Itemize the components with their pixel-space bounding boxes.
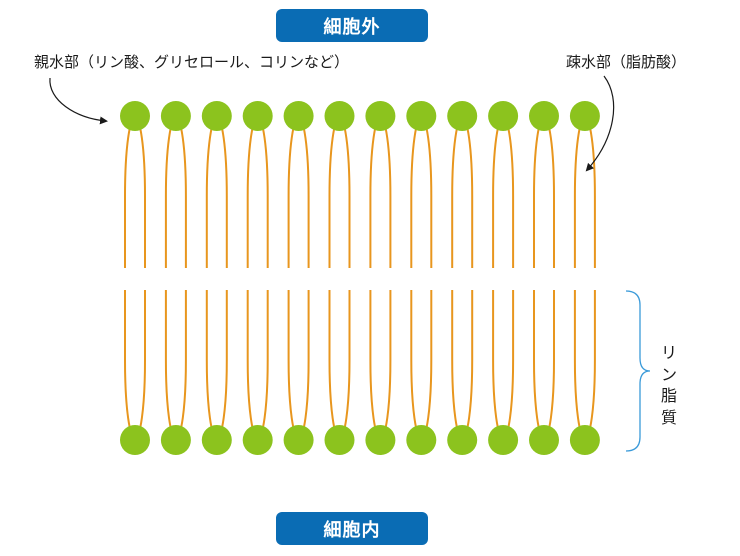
hydrophobic-label: 疎水部（脂肪酸）: [566, 53, 687, 71]
phosphate-head: [160, 101, 191, 131]
phosphate-head: [324, 425, 355, 455]
phosphate-head: [242, 425, 273, 455]
phosphate-head: [406, 425, 437, 455]
phosphate-head: [488, 101, 519, 131]
fatty-acid-tail: [573, 114, 596, 268]
fatty-acid-tail: [287, 290, 310, 442]
phosphate-head: [569, 101, 600, 131]
phosphate-head: [160, 425, 191, 455]
fatty-acid-tail: [164, 290, 187, 442]
phosphate-head: [447, 425, 478, 455]
fatty-acid-tail: [246, 114, 269, 268]
hydrophilic-heads-outer: [120, 101, 600, 131]
phospholipid-label-char: ン: [660, 364, 677, 384]
fatty-acid-tail: [533, 114, 555, 268]
fatty-acid-tail: [492, 290, 515, 442]
hydrophilic-label: 親水部（リン酸、グリセロール、コリンなど）: [34, 53, 350, 71]
phosphate-head: [324, 101, 355, 131]
phosphate-head: [283, 425, 314, 455]
phosphate-head: [283, 101, 314, 131]
phosphate-head: [406, 101, 437, 131]
phosphate-head: [120, 425, 150, 455]
fatty-acid-tail: [410, 114, 433, 268]
phosphate-head: [365, 425, 396, 455]
phospholipid-label-char: 脂: [660, 386, 677, 406]
hydrophobic-tails-outer: [124, 114, 596, 268]
fatty-acid-tail: [246, 290, 269, 442]
fatty-acid-tail: [124, 290, 146, 442]
phosphate-head: [365, 101, 396, 131]
phospholipid-label: リ ン 脂 質: [657, 342, 681, 428]
phosphate-head: [242, 101, 273, 131]
fatty-acid-tail: [124, 114, 146, 268]
phosphate-head: [201, 101, 232, 131]
fatty-acid-tail: [328, 114, 351, 268]
phosphate-head: [529, 101, 559, 131]
phospholipid-label-char: 質: [660, 407, 677, 427]
fatty-acid-tail: [369, 114, 392, 268]
phosphate-head: [120, 101, 150, 131]
fatty-acid-tail: [164, 114, 187, 268]
fatty-acid-tail: [205, 290, 228, 442]
phosphate-head: [529, 425, 559, 455]
intracellular-label: 細胞内: [276, 512, 428, 545]
phosphate-head: [488, 425, 519, 455]
phosphate-head: [201, 425, 232, 455]
hydrophobic-pointer-arrow: [585, 75, 615, 172]
fatty-acid-tail: [573, 290, 596, 442]
fatty-acid-tail: [451, 114, 474, 268]
phosphate-head: [447, 101, 478, 131]
hydrophobic-tails-inner: [124, 290, 596, 442]
phospholipid-label-char: リ: [660, 343, 677, 362]
fatty-acid-tail: [205, 114, 228, 268]
fatty-acid-tail: [369, 290, 392, 442]
fatty-acid-tail: [451, 290, 474, 442]
fatty-acid-tail: [410, 290, 433, 442]
bilayer-brace: [625, 290, 651, 452]
phosphate-head: [569, 425, 600, 455]
extracellular-label: 細胞外: [276, 9, 428, 42]
fatty-acid-tail: [287, 114, 310, 268]
hydrophilic-pointer-arrow: [49, 77, 108, 125]
hydrophilic-heads-inner: [120, 425, 600, 455]
fatty-acid-tail: [492, 114, 515, 268]
fatty-acid-tail: [533, 290, 555, 442]
fatty-acid-tail: [328, 290, 351, 442]
